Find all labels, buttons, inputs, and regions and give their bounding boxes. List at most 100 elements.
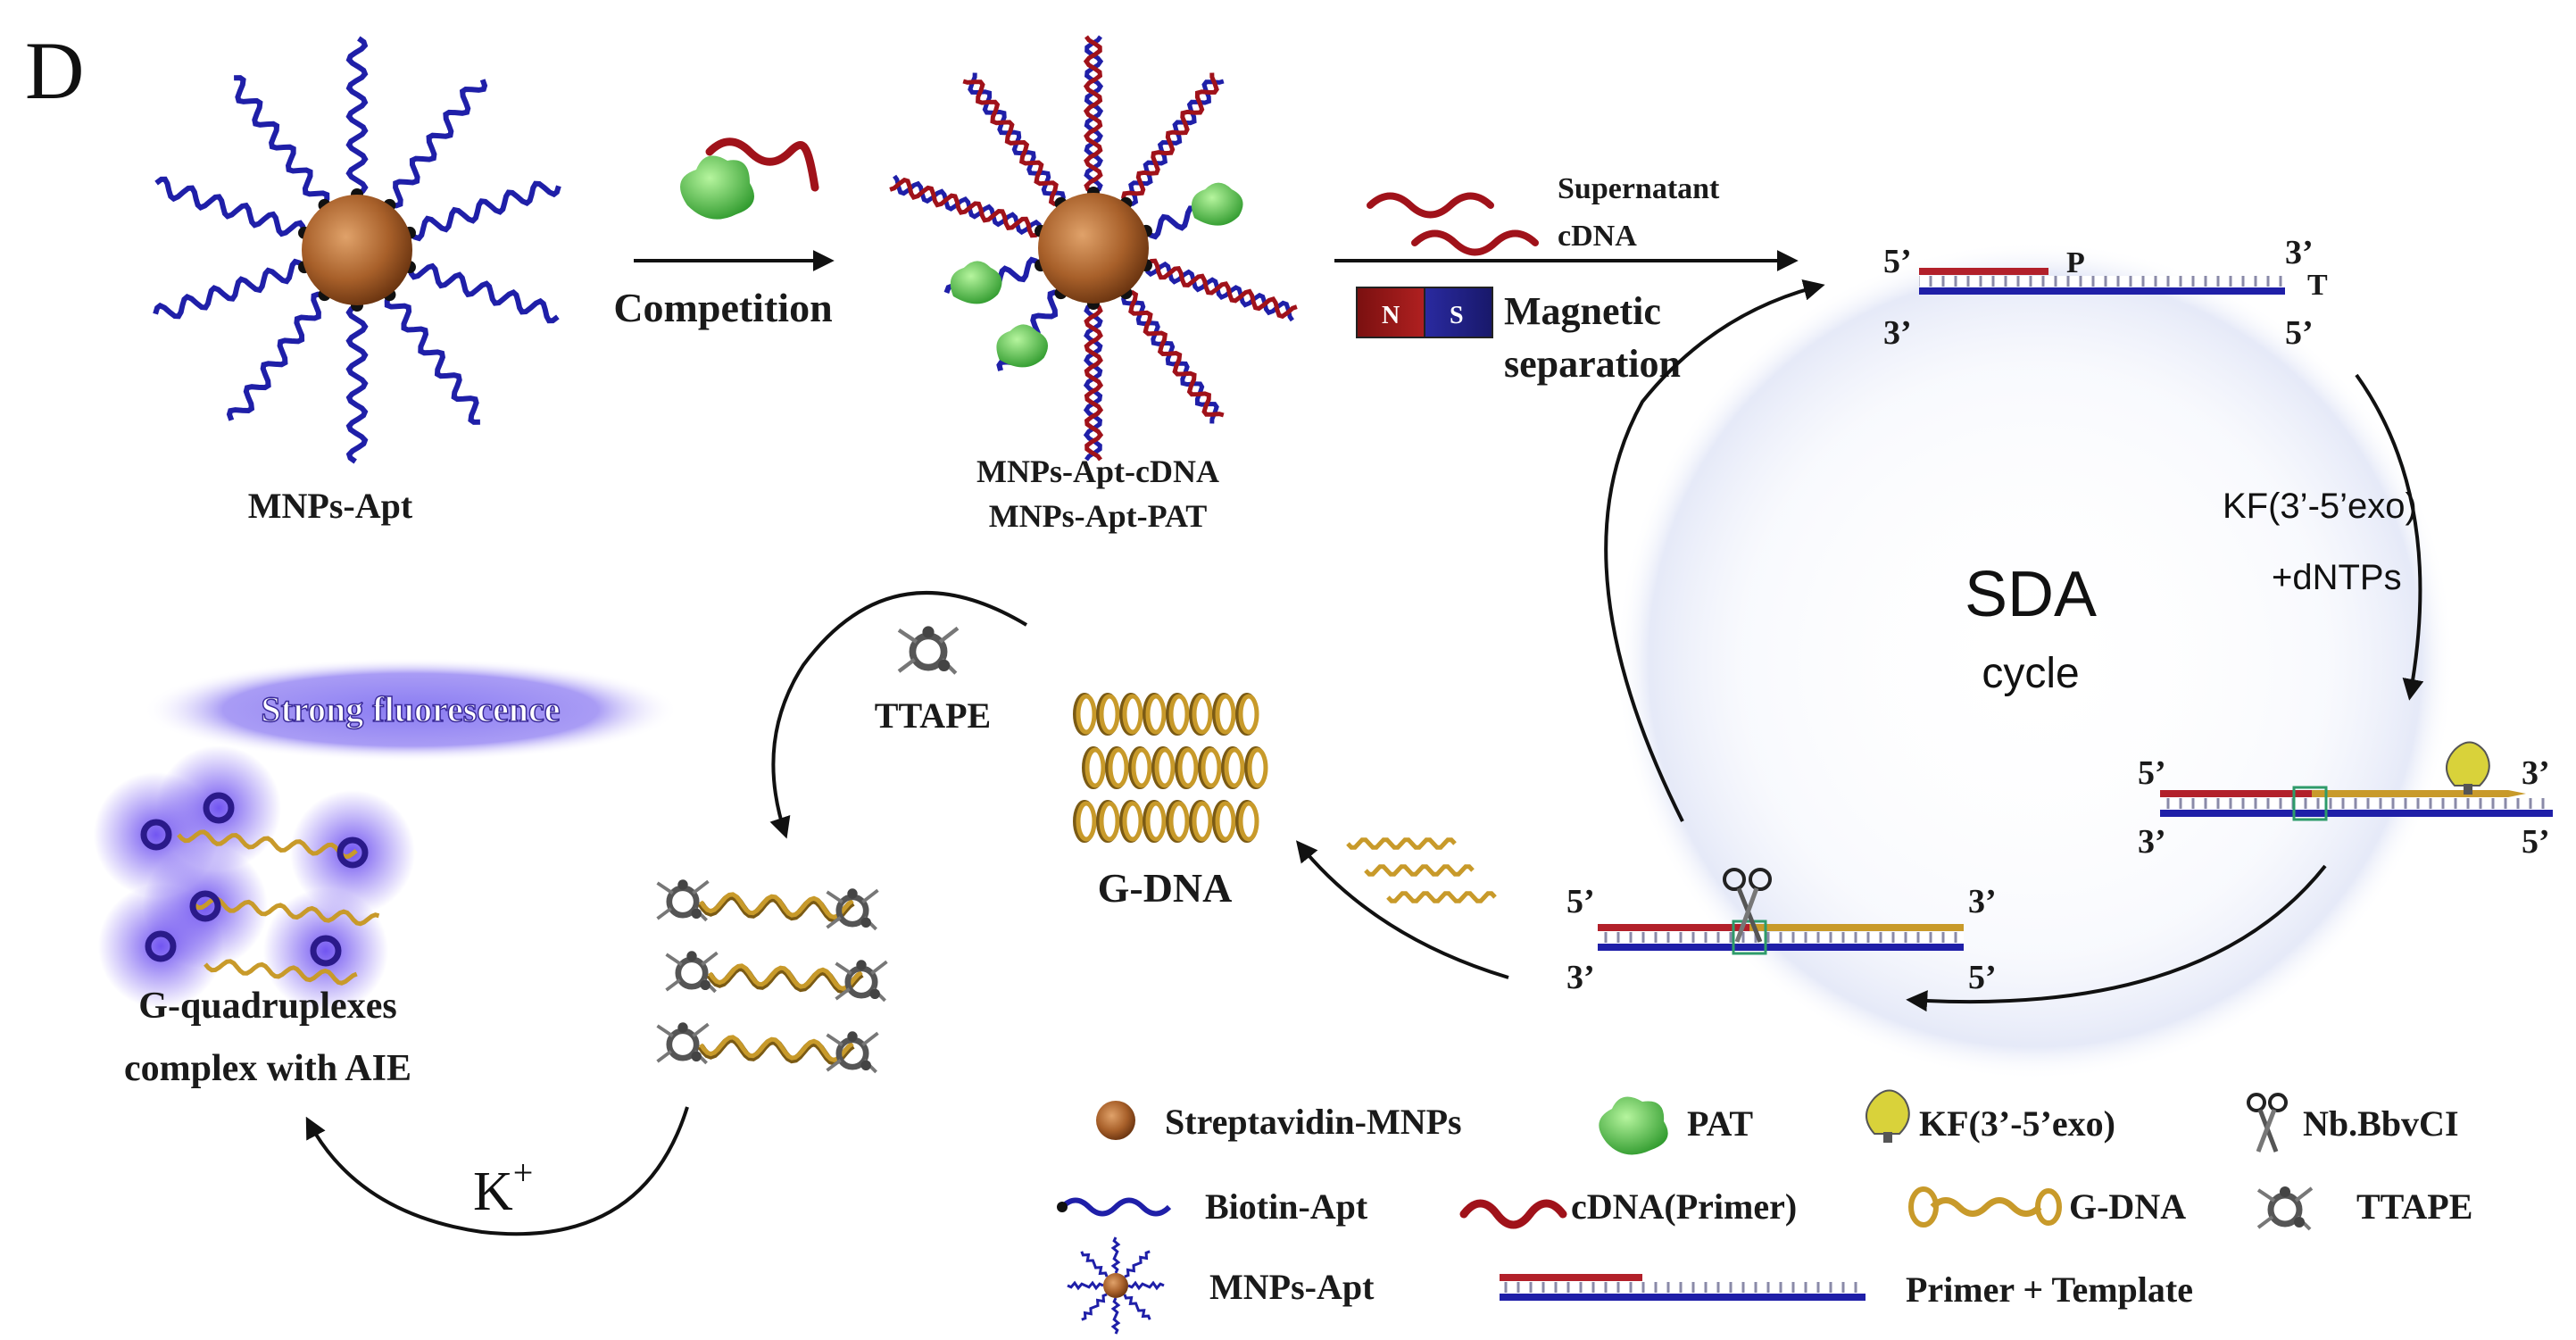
cdna-hybrid xyxy=(1084,301,1104,462)
legend-mnps-apt-icon xyxy=(1067,1236,1165,1335)
cycle-label: cycle xyxy=(1982,650,2079,697)
magnet-n-label: N xyxy=(1382,302,1400,329)
ttape-aggregate xyxy=(337,836,369,869)
legend-streptavidin-label: Streptavidin-MNPs xyxy=(1165,1102,1462,1142)
bottom-5p-top: 5’ xyxy=(1566,883,1595,920)
sda-label: SDA xyxy=(1965,559,2097,630)
mnps-apt-cdna-particle xyxy=(889,35,1298,462)
ttape-glyph xyxy=(2256,1186,2314,1231)
legend-mnps-apt-label: MNPs-Apt xyxy=(1209,1267,1375,1307)
ttape-aggregate xyxy=(140,819,172,851)
legend-pat-label: PAT xyxy=(1687,1103,1753,1144)
top-left-5p: 5’ xyxy=(1883,243,1912,280)
legend-cdna-icon xyxy=(1459,1199,1567,1229)
legend-kf-label: KF(3’-5’exo) xyxy=(1919,1103,2115,1144)
aptamer-strand xyxy=(345,36,369,197)
fluorescence-glow xyxy=(263,888,388,1013)
gdna-strand xyxy=(1346,837,1457,850)
cdna-hybrid xyxy=(1083,35,1103,196)
gdna-coils xyxy=(1073,693,1268,843)
aptamer-strand xyxy=(345,303,369,464)
magnetic-nanoparticle xyxy=(302,195,412,305)
duplex-extension xyxy=(2160,786,2553,821)
pat-molecule-icon xyxy=(680,155,754,220)
panel-letter: D xyxy=(25,25,84,116)
mnps-apt-label: MNPs-Apt xyxy=(248,486,413,526)
gdna-coil xyxy=(1073,800,1259,843)
gquadruplex-strand xyxy=(204,959,358,986)
aptamer-strand xyxy=(1080,1251,1109,1278)
mnps-apt-cdna-label: MNPs-Apt-cDNA xyxy=(976,454,1219,489)
legend-gdna-icon xyxy=(1908,1186,2062,1228)
cdna-hybrid xyxy=(889,177,1043,238)
fluorescence-glow xyxy=(98,884,223,1009)
arrow-to-gdna xyxy=(1295,840,1509,979)
aptamer-strand xyxy=(1067,1280,1104,1291)
gdna-strand xyxy=(707,963,863,992)
kf-enzyme-icon xyxy=(2446,741,2490,795)
cdna-hybrid xyxy=(962,79,1061,206)
ttape-molecule-icon xyxy=(897,626,960,675)
pat-bound xyxy=(996,324,1049,368)
ttape-bound xyxy=(826,1031,879,1074)
ttape-aggregate xyxy=(203,792,235,824)
gdna-label: G-DNA xyxy=(1098,865,1233,911)
gdna-strand xyxy=(1386,891,1497,903)
pat-bound xyxy=(1191,182,1243,226)
legend-gdna-label: G-DNA xyxy=(2069,1186,2186,1227)
cdna-label: cDNA xyxy=(1558,220,1637,253)
aptamer-strand xyxy=(1124,1250,1151,1278)
pat-bound xyxy=(950,261,1002,304)
ttape-label: TTAPE xyxy=(875,695,991,736)
supernatant-cdna-strand-2 xyxy=(1411,229,1539,256)
k-superscript: + xyxy=(513,1153,534,1193)
aptamer-strand xyxy=(226,291,325,421)
gquadruplex-strand xyxy=(190,896,380,927)
aptamer-strand xyxy=(384,294,480,425)
aptamer-strand xyxy=(389,79,488,209)
magnetic-nanoparticle xyxy=(1038,193,1149,304)
legend-nb-label: Nb.BbvCI xyxy=(2303,1103,2459,1144)
legend-biotin-icon xyxy=(1059,1197,1172,1217)
aptamer-strand xyxy=(1127,1280,1165,1291)
gdna-strand xyxy=(1364,864,1475,877)
aptamer-strand xyxy=(1110,1297,1121,1335)
right-3p-bottom: 3’ xyxy=(2138,823,2166,861)
separation-label: separation xyxy=(1504,342,1681,386)
legend-kf-icon xyxy=(1866,1089,1910,1143)
gdna-strand xyxy=(698,892,854,920)
supernatant-label: Supernatant xyxy=(1558,172,1720,205)
competition-label: Competition xyxy=(613,285,832,330)
ttape-bound xyxy=(656,1022,710,1065)
cycle-arrow-right xyxy=(2355,373,2424,701)
right-3p-top: 3’ xyxy=(2522,754,2550,792)
legend-ttape-icon xyxy=(2256,1186,2314,1231)
legend-cdna-label: cDNA(Primer) xyxy=(1571,1186,1797,1227)
top-left-3p: 3’ xyxy=(1883,314,1912,352)
aptamer-strand xyxy=(1123,1294,1151,1320)
legend: Streptavidin-MNPs PAT KF(3’-5’exo) Nb.Bb… xyxy=(1057,1089,2472,1335)
gq-label-line2: complex with AIE xyxy=(124,1048,411,1089)
right-5p-top: 5’ xyxy=(2138,754,2166,792)
aptamer-strand xyxy=(407,262,560,324)
dntps-label: +dNTPs xyxy=(2272,558,2402,597)
aptamer-strand xyxy=(1110,1236,1121,1274)
magnet-icon: N S xyxy=(1356,287,1493,338)
ttape-bound xyxy=(665,951,719,994)
ttape-aggregate xyxy=(145,930,177,962)
gq-label-line1: G-quadruplexes xyxy=(138,986,396,1027)
mnps-apt-pat-label: MNPs-Apt-PAT xyxy=(989,498,1208,534)
gdna-ttape-complex xyxy=(656,879,888,1074)
aptamer-strand xyxy=(1081,1293,1108,1321)
primer-p-label: P xyxy=(2066,246,2085,279)
magnetic-label: Magnetic xyxy=(1504,289,1661,333)
legend-streptavidin-icon xyxy=(1096,1101,1135,1140)
cdna-strand-icon xyxy=(705,137,819,192)
gquadruplex-strand xyxy=(177,829,358,860)
template-t-label: T xyxy=(2307,269,2328,302)
ttape-bound xyxy=(835,960,888,1003)
right-5p-bottom: 5’ xyxy=(2522,823,2550,861)
mnps-apt-particle xyxy=(153,36,561,464)
gdna-strand xyxy=(698,1035,854,1063)
